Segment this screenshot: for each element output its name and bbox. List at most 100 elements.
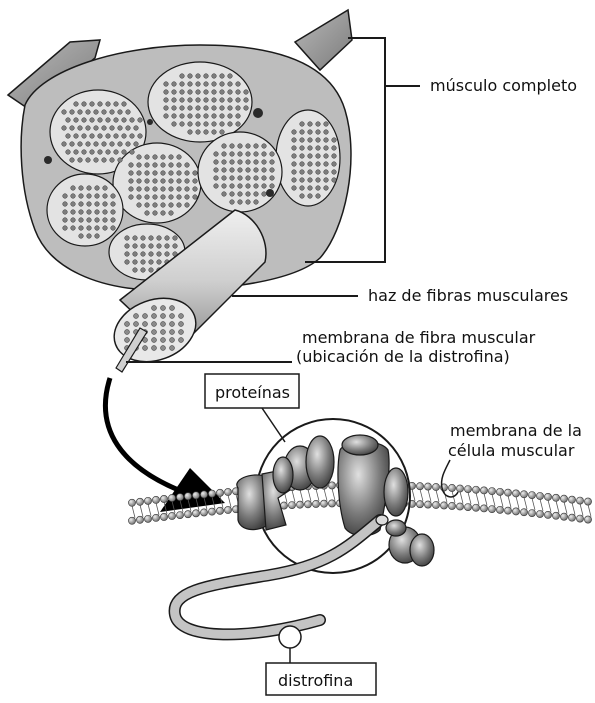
- fiber-dot: [324, 130, 329, 135]
- fiber-dot: [79, 202, 84, 207]
- fiber-dot: [196, 114, 201, 119]
- lipid-head: [528, 491, 535, 498]
- fiber-dot: [71, 226, 76, 231]
- fiber-dot: [300, 178, 305, 183]
- fiber-dot: [114, 102, 119, 107]
- fiber-dot: [62, 126, 67, 131]
- fiber-dot: [157, 252, 162, 257]
- fiber-dot: [222, 192, 227, 197]
- lipid-head: [432, 483, 439, 490]
- fiber-dot: [185, 195, 190, 200]
- fiber-dot: [98, 118, 103, 123]
- lipid-tail: [428, 490, 431, 502]
- fiber-dot: [292, 162, 297, 167]
- fiber-dot: [95, 202, 100, 207]
- fiber-dot: [134, 322, 139, 327]
- fiber-dot: [316, 186, 321, 191]
- fiber-dot: [129, 179, 134, 184]
- fiber-dot: [236, 106, 241, 111]
- fiber-dot: [246, 160, 251, 165]
- fiber-dot: [180, 106, 185, 111]
- fiber-dot: [129, 163, 134, 168]
- fiber-dot: [188, 106, 193, 111]
- fiber-dot: [270, 160, 275, 165]
- fiber-dot: [114, 118, 119, 123]
- fiber-dot: [63, 194, 68, 199]
- fiber-dot: [316, 122, 321, 127]
- lipid-head: [320, 500, 327, 507]
- fiber-dot: [111, 194, 116, 199]
- fiber-dot: [87, 202, 92, 207]
- fiber-dot: [138, 134, 143, 139]
- fiber-dot: [161, 155, 166, 160]
- fiber-dot: [193, 195, 198, 200]
- fascicle: [148, 62, 252, 142]
- lipid-head: [136, 516, 143, 523]
- lipid-head: [544, 511, 551, 518]
- lipid-head: [424, 501, 431, 508]
- fiber-dot: [316, 146, 321, 151]
- fiber-dot: [145, 171, 150, 176]
- fiber-dot: [308, 162, 313, 167]
- fiber-dot: [236, 82, 241, 87]
- lipid-tail: [540, 499, 543, 511]
- lipid-tail: [420, 489, 423, 501]
- fiber-dot: [324, 178, 329, 183]
- fiber-dot: [238, 144, 243, 149]
- fiber-dot: [196, 90, 201, 95]
- lipid-head: [328, 482, 335, 489]
- fiber-dot: [126, 142, 131, 147]
- fiber-dot: [111, 202, 116, 207]
- fiber-dot: [246, 192, 251, 197]
- fiber-dot: [254, 152, 259, 157]
- fiber-dot: [262, 192, 267, 197]
- fiber-dot: [228, 74, 233, 79]
- fiber-dot: [177, 179, 182, 184]
- fiber-dot: [204, 106, 209, 111]
- fiber-dot: [145, 179, 150, 184]
- fiber-dot: [95, 234, 100, 239]
- lipid-tail: [468, 492, 471, 504]
- lipid-tail: [580, 504, 583, 516]
- fiber-dot: [188, 74, 193, 79]
- muscle-sheath-right: [295, 10, 352, 70]
- fiber-dot: [71, 210, 76, 215]
- fiber-dot: [196, 82, 201, 87]
- lipid-tail: [300, 490, 303, 502]
- protein-bottom: [386, 520, 406, 536]
- fiber-dot: [126, 110, 131, 115]
- fiber-dot: [153, 203, 158, 208]
- lipid-head: [200, 509, 207, 516]
- fiber-dot: [153, 211, 158, 216]
- fiber-dot: [161, 306, 166, 311]
- fiber-dot: [66, 150, 71, 155]
- fiber-dot: [161, 171, 166, 176]
- lipid-head: [424, 483, 431, 490]
- fiber-dot: [220, 122, 225, 127]
- fiber-dot: [145, 187, 150, 192]
- fiber-dot: [98, 150, 103, 155]
- lipid-head: [576, 497, 583, 504]
- lipid-head: [216, 507, 223, 514]
- lipid-head: [296, 501, 303, 508]
- fiber-dot: [308, 194, 313, 199]
- fiber-dot: [238, 176, 243, 181]
- lipid-head: [504, 489, 511, 496]
- fiber-dot: [106, 134, 111, 139]
- protein-right: [384, 468, 408, 516]
- lipid-tail: [500, 495, 503, 507]
- fiber-dot: [204, 122, 209, 127]
- fiber-dot: [143, 314, 148, 319]
- fiber-dot: [63, 210, 68, 215]
- fiber-dot: [204, 82, 209, 87]
- fiber-dot: [103, 226, 108, 231]
- fiber-dot: [214, 152, 219, 157]
- fiber-dot: [292, 146, 297, 151]
- fiber-dot: [173, 244, 178, 249]
- lipid-tail: [436, 490, 439, 502]
- fiber-dot: [137, 187, 142, 192]
- whole-muscle-illustration: [8, 10, 352, 373]
- lipid-head: [176, 511, 183, 518]
- fiber-dot: [125, 338, 130, 343]
- lipid-head: [536, 510, 543, 517]
